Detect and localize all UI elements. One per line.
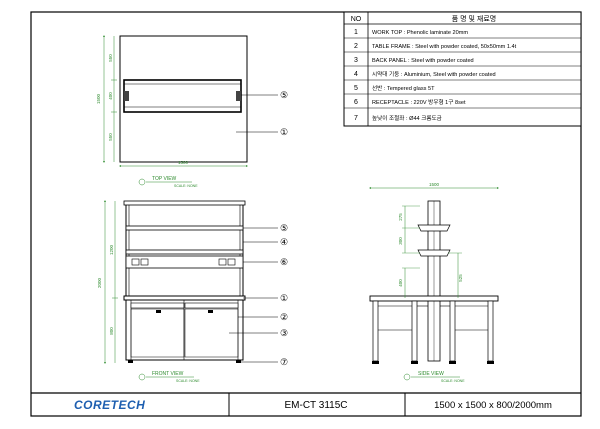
callout-7: ⑦ <box>280 357 288 367</box>
table-row-desc: 선반 : Tempered glass 5T <box>372 84 435 92</box>
sheet-border <box>30 11 582 417</box>
dim-seg-top: 550 <box>108 54 113 62</box>
top-view-scale: SCALE: NONE <box>174 184 198 188</box>
dim-width: 1500 <box>429 182 440 187</box>
dim-upper: 1200 <box>109 244 114 255</box>
dimensions-spec: 1500 x 1500 x 800/2000mm <box>434 400 552 411</box>
table-row-no: 6 <box>354 99 358 106</box>
title-block: CORETECH EM-CT 3115C 1500 x 1500 x 800/2… <box>31 392 581 416</box>
front-view: 2000 1200 800 ⑤ ④ ⑥ ① ② ③ ⑦ FRONT VIEW S… <box>97 200 288 383</box>
model-number: EM-CT 3115C <box>285 400 348 411</box>
table-row-no: 3 <box>354 57 358 64</box>
front-view-caption: FRONT VIEW <box>152 371 184 377</box>
callout-5: ⑤ <box>280 90 288 100</box>
dim-seg-mid: 400 <box>108 92 113 100</box>
callout-5: ⑤ <box>280 223 288 233</box>
table-header-no: NO <box>351 16 362 23</box>
dim-400: 400 <box>398 279 403 287</box>
table-row-no: 2 <box>354 43 358 50</box>
table-row-no: 4 <box>354 71 358 78</box>
company-logo: CORETECH <box>74 398 145 412</box>
dim-width: 1500 <box>178 160 189 165</box>
table-row-no: 1 <box>354 29 358 36</box>
dim-height: 1500 <box>96 93 101 104</box>
side-view: 1500 275 300 400 525 SIDE VIEW SCALE: NO… <box>369 182 499 383</box>
table-row-desc: TABLE FRAME : Steel with powder coated, … <box>372 44 517 50</box>
table-row-desc: RECEPTACLE : 220V 방우형 1구 8set <box>372 98 466 106</box>
dim-seg-bottom: 550 <box>108 133 113 141</box>
table-header-name: 품 명 및 재료명 <box>452 14 496 23</box>
callout-1: ① <box>280 293 288 303</box>
dim-275: 275 <box>398 213 403 221</box>
table-row-desc: WORK TOP : Phenolic laminate 20mm <box>372 30 468 36</box>
table-row-no: 7 <box>354 115 358 122</box>
callout-3: ③ <box>280 328 288 338</box>
parts-table: NO 품 명 및 재료명 1 WORK TOP : Phenolic lamin… <box>343 11 582 127</box>
callout-4: ④ <box>280 237 288 247</box>
callout-6: ⑥ <box>280 257 288 267</box>
top-view: 1500 550 400 550 1500 ⑤ ① TOP VIEW SCALE… <box>96 35 288 188</box>
top-view-caption: TOP VIEW <box>152 176 177 182</box>
table-row-desc: 시약대 기둥 : Aluminium, Steel with powder co… <box>372 70 496 78</box>
dim-525: 525 <box>458 274 463 282</box>
dim-300: 300 <box>398 237 403 245</box>
front-view-scale: SCALE: NONE <box>176 379 200 383</box>
side-view-scale: SCALE: NONE <box>441 379 465 383</box>
table-row-no: 5 <box>354 85 358 92</box>
table-row-desc: BACK PANEL : Steel with powder coated <box>372 58 474 64</box>
side-view-caption: SIDE VIEW <box>418 371 444 377</box>
callout-2: ② <box>280 312 288 322</box>
dim-total: 2000 <box>97 277 102 288</box>
table-row-desc: 높낮이 조절좌 : Ø44 크롬도금 <box>372 114 442 122</box>
callout-1: ① <box>280 127 288 137</box>
dim-lower: 800 <box>109 327 114 335</box>
